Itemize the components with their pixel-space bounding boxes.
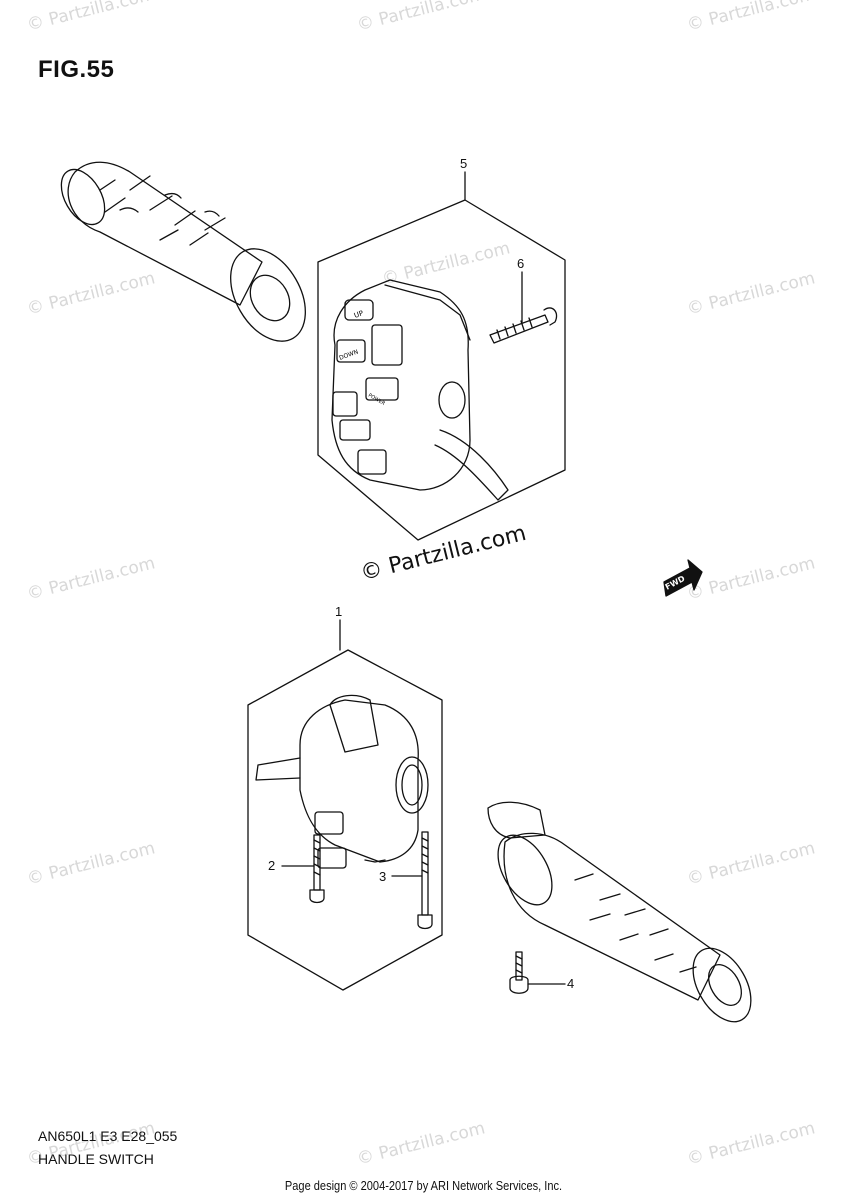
right-handle-switch — [331, 279, 509, 501]
left-grip — [60, 161, 306, 342]
callout-frame-1 — [247, 619, 443, 991]
callout-frame-5 — [317, 171, 566, 541]
callout-3: 3 — [379, 869, 387, 884]
screw-4 — [509, 951, 566, 994]
up-label: UP — [353, 309, 365, 320]
screw-2 — [281, 834, 325, 904]
screw-6 — [489, 271, 558, 344]
right-grip — [487, 801, 752, 1023]
fwd-arrow-icon — [663, 559, 703, 597]
callout-2: 2 — [268, 858, 276, 873]
callout-6: 6 — [517, 256, 525, 271]
callout-5: 5 — [460, 156, 468, 171]
left-handle-switch — [255, 694, 429, 869]
down-label: DOWN — [338, 349, 359, 362]
callout-1: 1 — [335, 604, 343, 619]
figure-title: FIG.55 — [38, 56, 115, 83]
page-footer: Page design © 2004-2017 by ARI Network S… — [284, 1178, 563, 1193]
model-code: AN650L1 E3 E28_055 — [38, 1128, 178, 1144]
screw-3 — [391, 831, 433, 930]
diagram-caption: HANDLE SWITCH — [38, 1151, 154, 1167]
callout-4: 4 — [567, 976, 575, 991]
